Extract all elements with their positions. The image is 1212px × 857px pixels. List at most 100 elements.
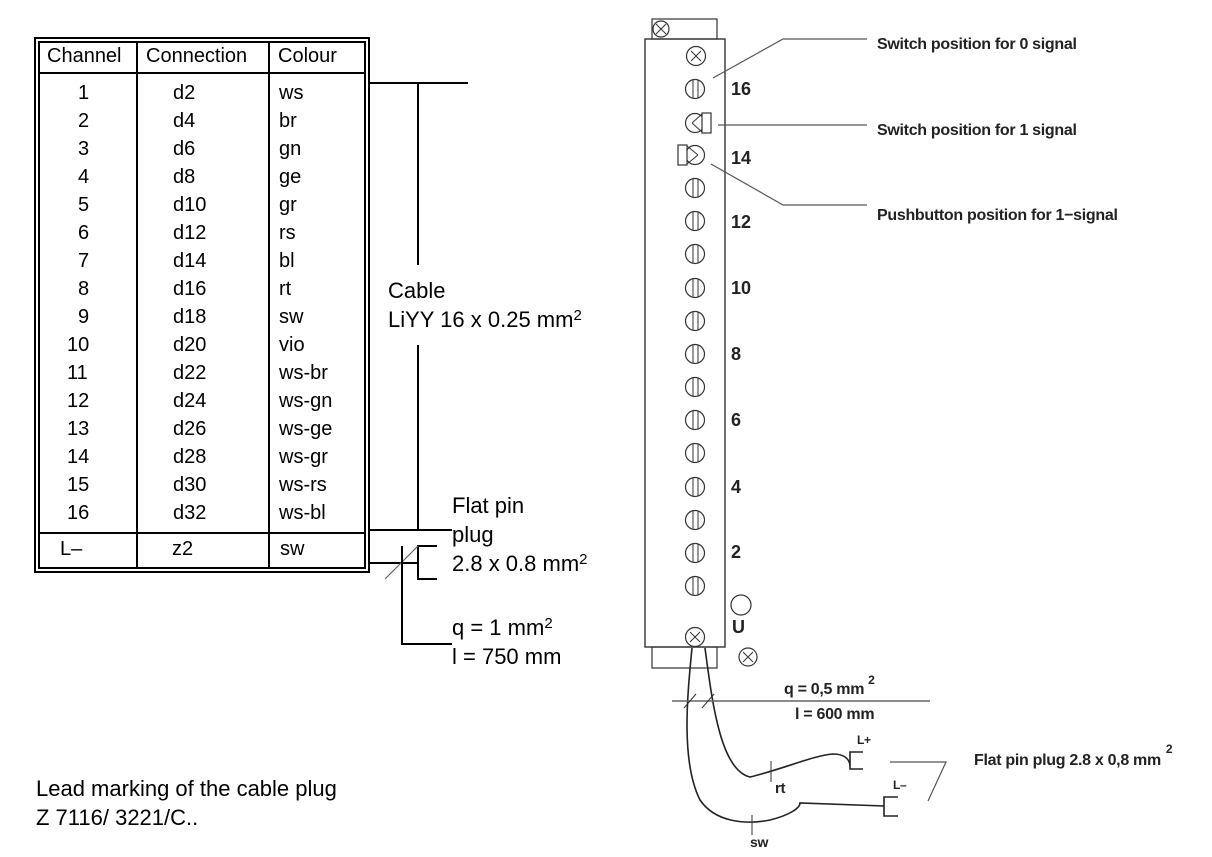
- table-header-divider: [38, 72, 366, 74]
- lead-marking-table: [38, 41, 366, 569]
- table-cell-connection: d32: [173, 502, 207, 524]
- table-cell-colour: ws-ge: [279, 418, 333, 440]
- wire-leader-line: [401, 546, 452, 645]
- slotted-switch-icon: [684, 310, 706, 332]
- flat-pin-plug-symbol: [417, 545, 437, 580]
- u-label: U: [732, 617, 745, 637]
- table-cell-connection: d10: [173, 194, 207, 216]
- wire-break-mark: [701, 693, 715, 709]
- table-cell-colour: rs: [279, 222, 296, 244]
- channel-number-label: 14: [731, 148, 752, 168]
- table-cell-connection: d8: [173, 166, 196, 188]
- slotted-switch-icon: [684, 442, 706, 464]
- switch-column: [684, 78, 706, 597]
- callout-pushbutton-1-signal: Pushbutton position for 1−signal: [877, 207, 1118, 224]
- channel-number-label: 16: [731, 79, 752, 99]
- module-top-screw-icon: [685, 45, 707, 67]
- footer-colour: sw: [280, 538, 305, 560]
- table-cell-channel: 10: [67, 334, 90, 356]
- switch-position-1-icon: [684, 112, 712, 134]
- bottom-tab-screw-icon: [738, 647, 758, 667]
- slotted-switch-icon: [684, 542, 706, 564]
- channel-number-label: 4: [731, 477, 742, 497]
- table-col-divider: [268, 41, 270, 569]
- callout-pushbutton-line: [710, 163, 867, 206]
- wire-q-text: q = 1 mm: [452, 615, 545, 640]
- table-cell-channel: 2: [78, 110, 90, 132]
- flat-pin-label-line2: plug: [452, 522, 494, 547]
- table-cell-connection: d20: [173, 334, 207, 356]
- table-cell-connection: d28: [173, 446, 207, 468]
- slotted-switch-icon: [684, 476, 706, 498]
- right-plug-sup: 2: [1165, 742, 1173, 756]
- channel-number-label: 6: [731, 410, 742, 430]
- flat-pin-spec-sup: 2: [579, 551, 588, 568]
- table-footer-divider: [38, 532, 366, 534]
- right-wire-q-text: q = 0,5 mm: [784, 681, 865, 698]
- channel-number-label: 10: [731, 278, 752, 298]
- caption-line1: Lead marking of the cable plug: [36, 776, 337, 801]
- right-wire-cross-section: q = 0,5 mm2: [784, 673, 875, 699]
- module-bottom-screw-icon: [684, 626, 706, 648]
- lplus-label: L+: [857, 733, 871, 747]
- table-cell-channel: 11: [67, 362, 88, 384]
- footer-connection: z2: [172, 538, 194, 560]
- table-cell-connection: d18: [173, 306, 207, 328]
- table-cell-channel: 3: [78, 138, 90, 160]
- table-cell-colour: ws-rs: [279, 474, 327, 496]
- table-cell-colour: br: [279, 110, 297, 132]
- table-cell-colour: ws: [279, 82, 304, 104]
- footer-channel: L–: [60, 538, 83, 560]
- table-cell-colour: ws-br: [279, 362, 328, 384]
- module-body: [644, 38, 726, 648]
- channel-number-label: 12: [731, 212, 752, 232]
- table-cell-connection: d22: [173, 362, 207, 384]
- slotted-switch-icon: [684, 78, 706, 100]
- right-plug-text: Flat pin plug 2.8 x 0,8 mm: [974, 752, 1161, 769]
- table-cell-connection: d6: [173, 138, 196, 160]
- table-cell-channel: 7: [78, 250, 90, 272]
- plug-callout-line: [890, 761, 947, 802]
- table-cell-connection: d16: [173, 278, 207, 300]
- table-cell-colour: sw: [279, 306, 304, 328]
- table-cell-channel: 8: [78, 278, 90, 300]
- wire-length: l = 750 mm: [452, 644, 562, 669]
- right-wire-length: l = 600 mm: [795, 706, 875, 723]
- table-col-divider: [136, 41, 138, 569]
- table-cell-colour: bl: [279, 250, 295, 272]
- table-cell-channel: 5: [78, 194, 90, 216]
- wire-q-sup: 2: [544, 615, 553, 632]
- table-cell-colour: rt: [279, 278, 292, 300]
- pushbutton-position-icon: [677, 144, 706, 166]
- slotted-switch-icon: [684, 376, 706, 398]
- table-cell-connection: d2: [173, 82, 196, 104]
- slotted-switch-icon: [684, 575, 706, 597]
- flat-pin-spec-text: 2.8 x 0.8 mm: [452, 551, 580, 576]
- slotted-switch-icon: [684, 277, 706, 299]
- wire-break-mark: [683, 693, 697, 709]
- table-cell-colour: vio: [279, 334, 305, 356]
- lplus-plug-symbol: [849, 751, 863, 770]
- header-channel: Channel: [47, 45, 122, 67]
- table-cell-connection: d24: [173, 390, 207, 412]
- channel-number-label: 8: [731, 344, 742, 364]
- table-cell-channel: 14: [67, 446, 90, 468]
- channel-number-label: 2: [731, 542, 742, 562]
- cable-label-title: Cable: [388, 278, 446, 303]
- table-cell-connection: d30: [173, 474, 207, 496]
- table-cell-colour: ge: [279, 166, 302, 188]
- table-cell-channel: 4: [78, 166, 90, 188]
- module-bottom-tab: [651, 646, 718, 669]
- caption-line2: Z 7116/ 3221/C..: [36, 805, 199, 830]
- slotted-switch-icon: [684, 409, 706, 431]
- sw-label: sw: [750, 834, 769, 850]
- table-cell-colour: ws-gn: [279, 390, 333, 412]
- rt-wire: [704, 647, 851, 778]
- table-cell-channel: 13: [67, 418, 90, 440]
- top-tab-screw-icon: [652, 20, 670, 38]
- callout-switch0-line: [712, 38, 867, 79]
- callout-switch-1-signal: Switch position for 1 signal: [877, 122, 1077, 139]
- table-cell-colour: gr: [279, 194, 297, 216]
- table-cell-channel: 1: [78, 82, 90, 104]
- table-cell-channel: 12: [67, 390, 90, 412]
